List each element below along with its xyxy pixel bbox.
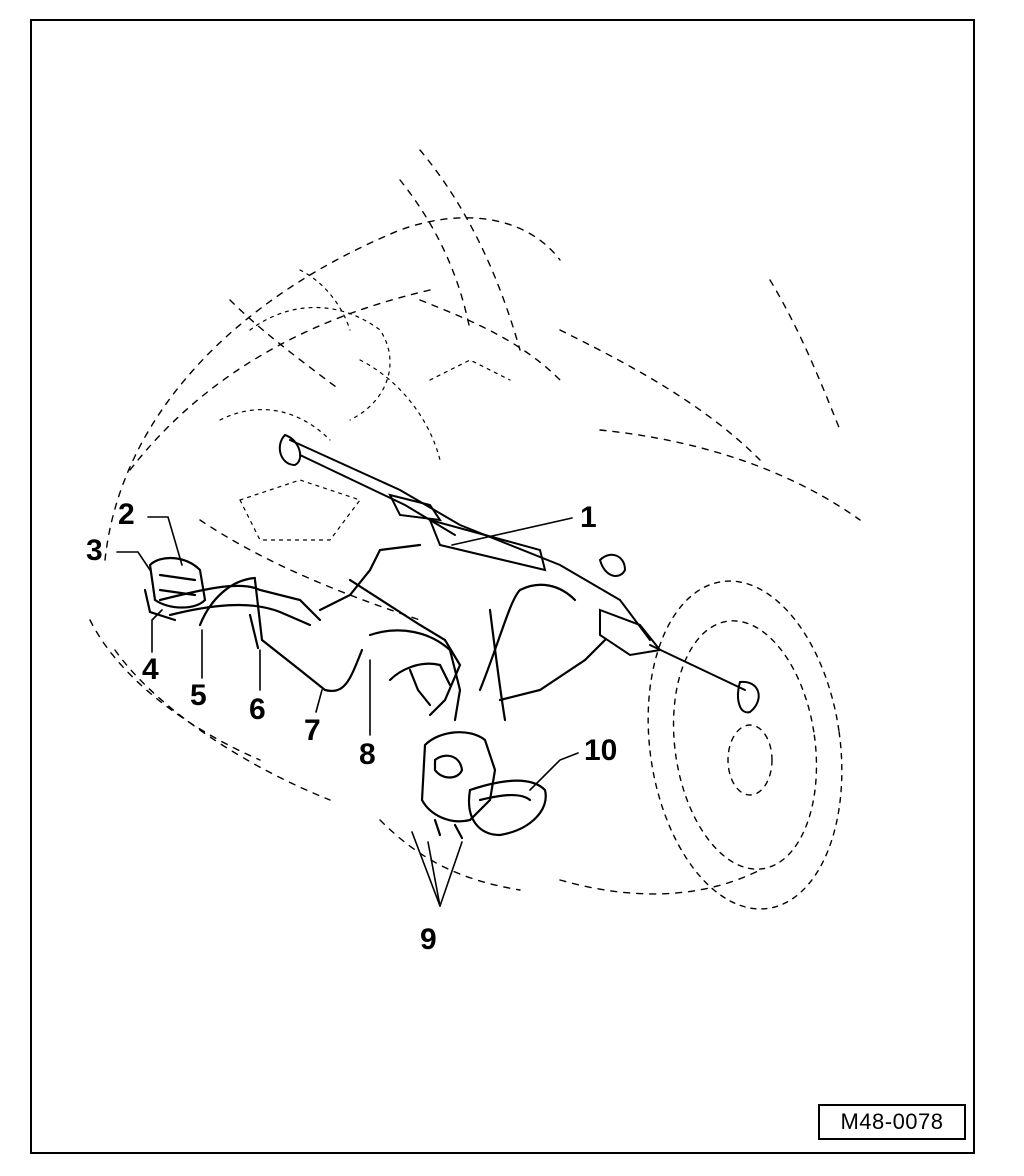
callout-9: 9	[420, 923, 437, 956]
callout-7: 7	[304, 714, 321, 747]
pump-assembly	[143, 557, 207, 622]
callout-2: 2	[118, 498, 135, 531]
callout-5: 5	[190, 679, 207, 712]
engine-detail	[219, 269, 511, 541]
callout-3: 3	[86, 534, 103, 567]
hydraulic-lines	[158, 543, 607, 722]
figure-reference-code: M48-0078	[818, 1104, 966, 1140]
callout-10: 10	[584, 734, 618, 767]
reservoir-assembly	[420, 731, 547, 840]
callout-1: 1	[580, 501, 597, 534]
steering-rack	[278, 433, 760, 714]
callout-8: 8	[359, 738, 376, 771]
engine-bay-outline	[89, 149, 861, 895]
callout-4: 4	[142, 653, 159, 686]
figure-frame	[30, 19, 975, 1154]
front-wheel	[647, 580, 843, 910]
callout-6: 6	[249, 693, 266, 726]
leader-lines	[116, 516, 579, 907]
